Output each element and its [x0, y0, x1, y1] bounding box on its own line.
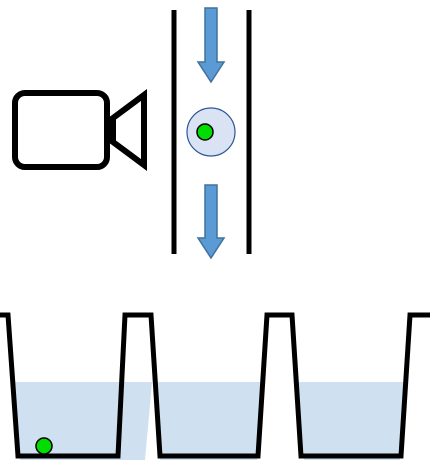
well-3-liquid [298, 382, 405, 460]
flow-channel [171, 10, 252, 254]
well-2-liquid [155, 382, 263, 460]
camera-lens [110, 89, 147, 171]
cell-in-well [35, 437, 53, 455]
flow-arrow-bottom [196, 184, 226, 260]
video-camera-icon [12, 89, 147, 171]
flow-arrow-top [196, 7, 226, 84]
well-plate-outline [0, 312, 430, 459]
camera-body [12, 90, 110, 170]
well-1-liquid [14, 382, 152, 460]
cell-in-droplet [196, 123, 214, 141]
